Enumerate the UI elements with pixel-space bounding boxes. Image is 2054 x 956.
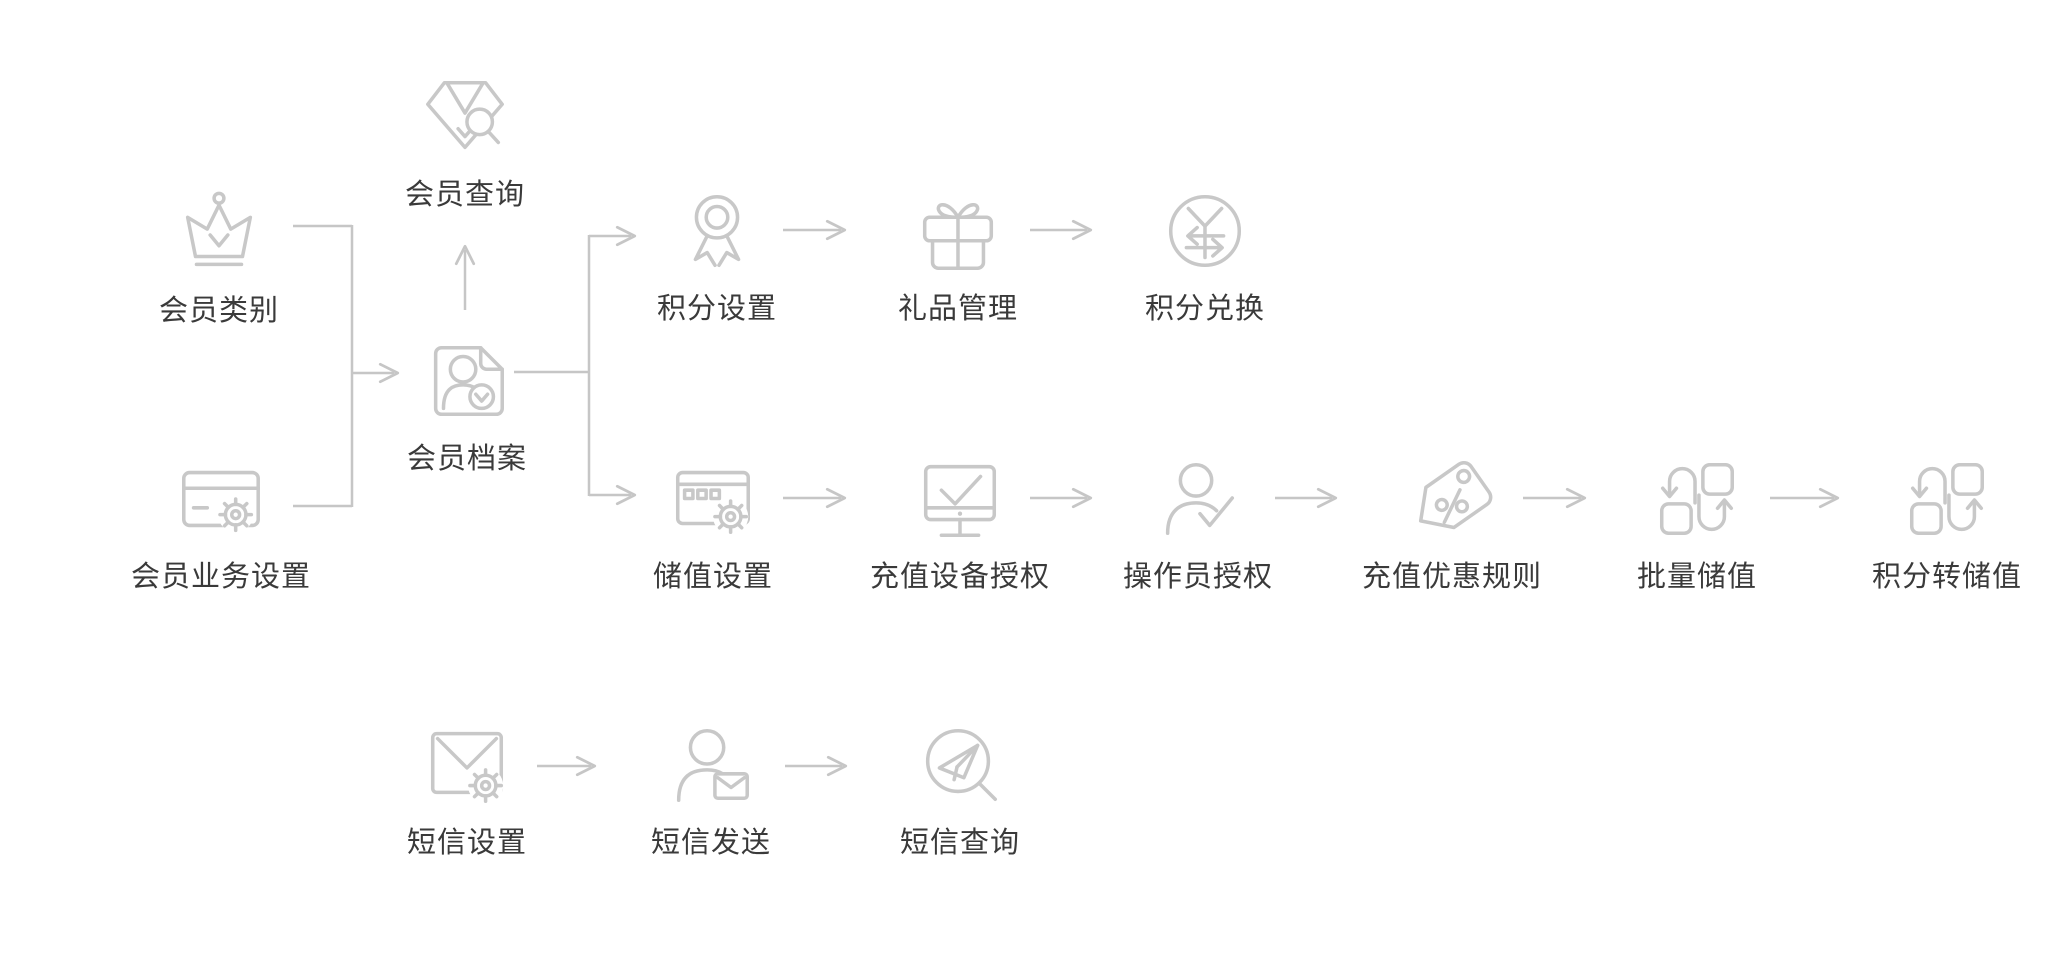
node-label: 积分转储值 xyxy=(1871,561,2023,593)
node-label: 会员档案 xyxy=(406,443,528,475)
node-batch-stored-value[interactable]: 批量储值 xyxy=(1637,452,1757,594)
node-label: 充值优惠规则 xyxy=(1361,561,1543,593)
node-recharge-discount-rules[interactable]: 充值优惠规则 xyxy=(1362,452,1542,594)
monitor-check-icon xyxy=(923,464,997,537)
node-label: 积分兑换 xyxy=(1144,293,1266,325)
swap-arrows-icon xyxy=(1909,462,1985,536)
profile-document-icon xyxy=(433,345,505,417)
node-label: 会员类别 xyxy=(158,295,280,327)
node-label: 礼品管理 xyxy=(897,293,1019,325)
node-label: 会员查询 xyxy=(404,179,526,211)
node-label: 充值设备授权 xyxy=(869,561,1051,593)
window-gear-icon xyxy=(675,470,751,535)
node-label: 会员业务设置 xyxy=(130,561,312,593)
medal-icon xyxy=(693,194,741,268)
node-points-to-stored-value[interactable]: 积分转储值 xyxy=(1872,452,2022,594)
node-gift-management[interactable]: 礼品管理 xyxy=(898,184,1018,326)
node-points-settings[interactable]: 积分设置 xyxy=(657,184,777,326)
node-member-business-settings[interactable]: 会员业务设置 xyxy=(131,452,311,594)
node-points-exchange[interactable]: 积分兑换 xyxy=(1145,184,1265,326)
node-recharge-device-authorization[interactable]: 充值设备授权 xyxy=(870,452,1050,594)
node-member-profile[interactable]: 会员档案 xyxy=(407,334,527,476)
card-gear-icon xyxy=(182,470,260,533)
node-member-category[interactable]: 会员类别 xyxy=(159,186,279,328)
node-label: 短信设置 xyxy=(406,827,528,859)
node-label: 短信发送 xyxy=(650,827,772,859)
crown-icon xyxy=(185,191,253,267)
node-label: 批量储值 xyxy=(1636,561,1758,593)
node-label: 短信查询 xyxy=(899,827,1021,859)
person-check-icon xyxy=(1165,462,1235,536)
diamond-search-icon xyxy=(426,80,504,150)
yuan-exchange-icon xyxy=(1168,194,1242,268)
node-sms-query[interactable]: 短信查询 xyxy=(900,718,1020,860)
paper-plane-search-icon xyxy=(925,728,998,802)
tag-percent-icon xyxy=(1418,461,1493,530)
node-operator-authorization[interactable]: 操作员授权 xyxy=(1123,452,1273,594)
node-sms-settings[interactable]: 短信设置 xyxy=(407,718,527,860)
node-label: 积分设置 xyxy=(656,293,778,325)
node-member-query[interactable]: 会员查询 xyxy=(405,70,525,212)
node-label: 储值设置 xyxy=(652,561,774,593)
node-sms-send[interactable]: 短信发送 xyxy=(651,718,771,860)
node-label: 操作员授权 xyxy=(1122,561,1274,593)
gift-icon xyxy=(922,203,994,270)
mail-gear-icon xyxy=(430,731,504,804)
node-stored-value-settings[interactable]: 储值设置 xyxy=(653,452,773,594)
person-mail-icon xyxy=(676,728,749,803)
swap-arrows-icon xyxy=(1659,462,1735,536)
